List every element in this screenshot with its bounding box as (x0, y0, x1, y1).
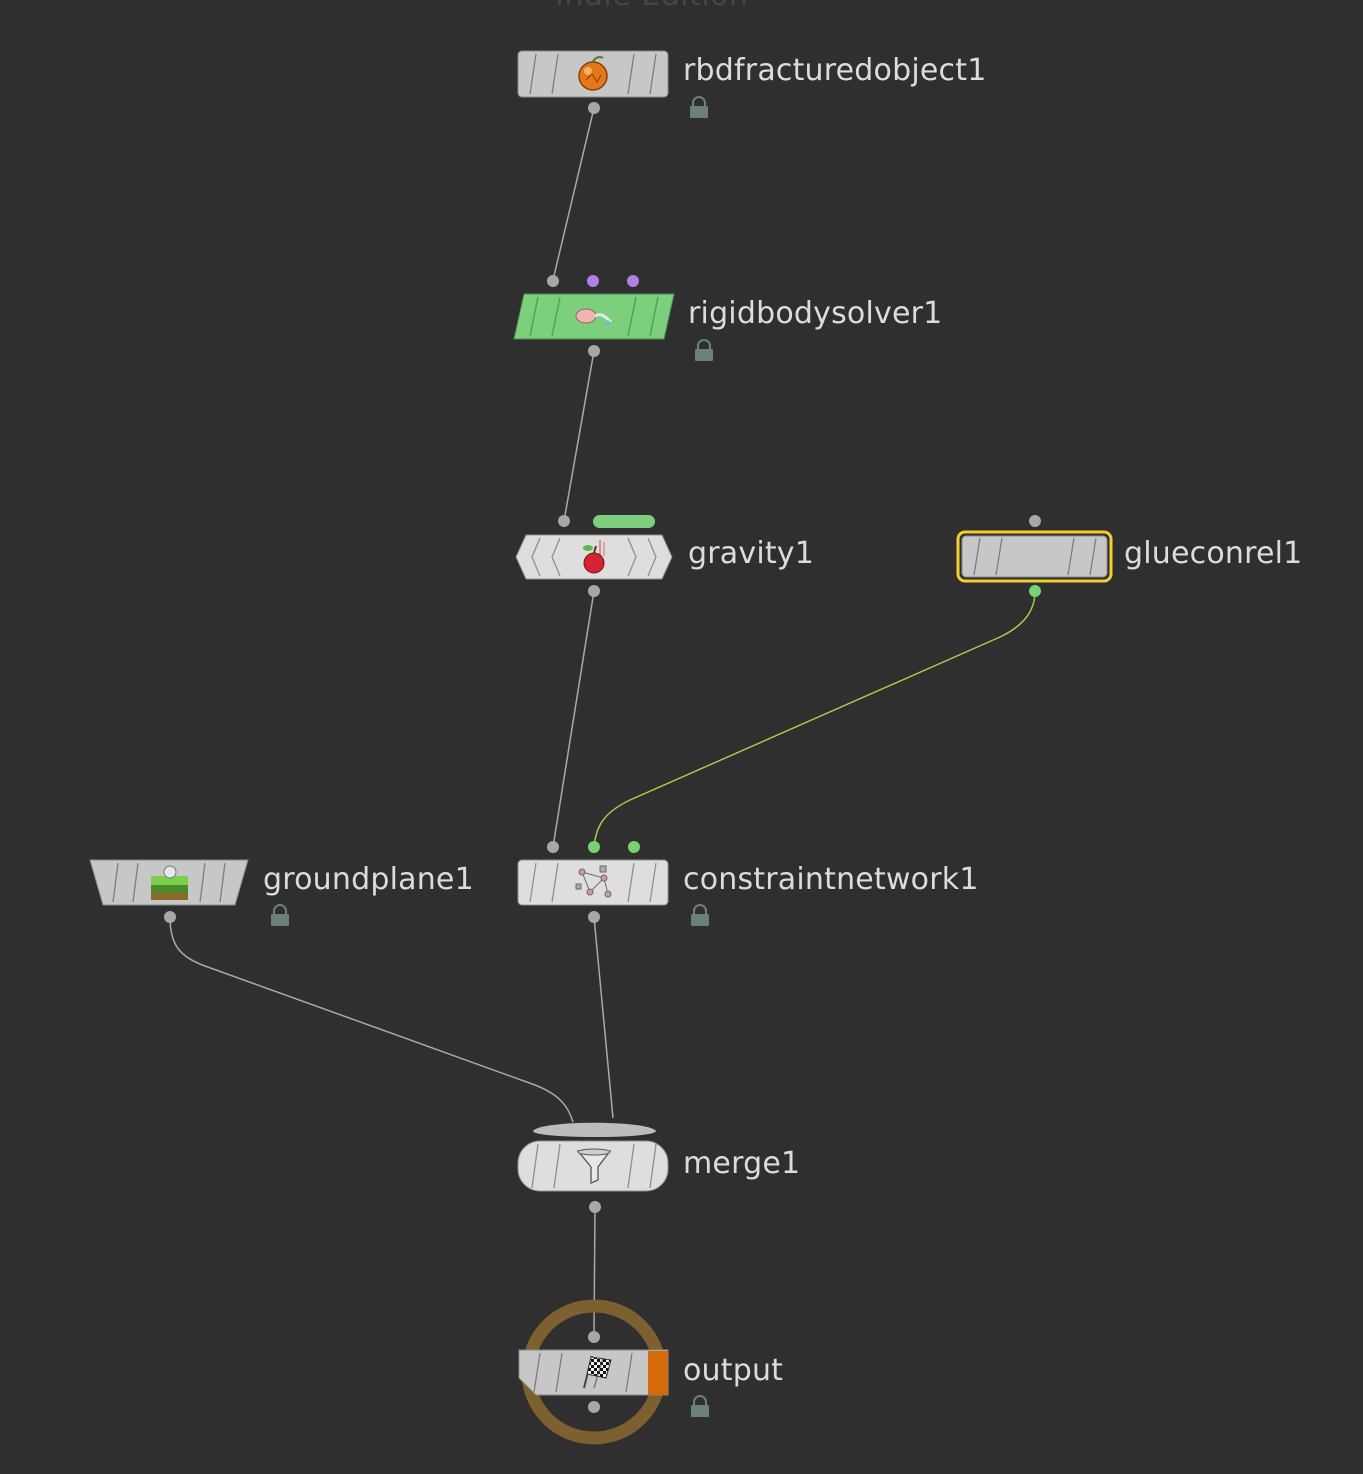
node-rbdfracturedobject1[interactable] (517, 50, 669, 114)
node-label-output[interactable]: output (683, 1353, 784, 1388)
output-port[interactable] (588, 102, 600, 114)
rigid-body-solver-icon (575, 308, 612, 326)
node-groundplane1[interactable] (89, 859, 249, 923)
node-merge1[interactable] (517, 1122, 669, 1213)
wire-ground-to-merge[interactable] (169, 916, 574, 1123)
lock-icon[interactable] (690, 96, 708, 118)
ground-plane-icon (151, 865, 188, 900)
node-label-glueconrel1[interactable]: glueconrel1 (1124, 536, 1303, 571)
node-output[interactable] (518, 1299, 669, 1445)
output-port[interactable] (588, 585, 600, 597)
input-port[interactable] (558, 515, 570, 527)
output-port[interactable] (589, 1201, 601, 1213)
node-rigidbodysolver1[interactable] (513, 275, 675, 357)
lock-icon[interactable] (691, 1395, 709, 1417)
wire-glue-to-constraint[interactable] (593, 590, 1036, 848)
node-label-groundplane1[interactable]: groundplane1 (263, 862, 474, 897)
lock-icon[interactable] (695, 339, 713, 361)
node-label-rigidbodysolver1[interactable]: rigidbodysolver1 (688, 296, 943, 331)
input-port-relationship[interactable] (588, 841, 600, 853)
node-label-merge1[interactable]: merge1 (683, 1146, 801, 1181)
funnel-icon (576, 1148, 612, 1184)
input-port-extra[interactable] (628, 841, 640, 853)
node-label-rbdfracturedobject1[interactable]: rbdfracturedobject1 (683, 53, 987, 88)
wire-constraint-to-merge[interactable] (593, 916, 614, 1119)
display-flag[interactable] (648, 1351, 668, 1395)
output-port[interactable] (164, 911, 176, 923)
selection-outline (956, 530, 1113, 583)
wire-merge-to-output[interactable] (593, 1206, 596, 1337)
input-port-objects[interactable] (547, 275, 559, 287)
lock-icon[interactable] (271, 904, 289, 926)
constraint-network-icon (575, 865, 612, 898)
node-label-gravity1[interactable]: gravity1 (688, 536, 815, 571)
input-port[interactable] (1029, 515, 1041, 527)
wire-solver-to-gravity[interactable] (563, 350, 595, 522)
checkered-flag-icon (583, 1355, 612, 1389)
node-label-constraintnetwork1[interactable]: constraintnetwork1 (683, 862, 979, 897)
output-port[interactable] (588, 1401, 600, 1413)
output-port[interactable] (588, 345, 600, 357)
node-gravity1[interactable] (515, 515, 673, 597)
input-port-pre-solve[interactable] (587, 275, 599, 287)
node-constraintnetwork1[interactable] (517, 841, 669, 923)
output-port[interactable] (588, 911, 600, 923)
input-bar-green[interactable] (593, 515, 655, 528)
input-port-post-solve[interactable] (627, 275, 639, 287)
input-port[interactable] (547, 841, 559, 853)
gravity-apple-icon (583, 540, 605, 574)
wire-rbd-to-solver[interactable] (552, 107, 595, 281)
edition-watermark: Indie Edition (555, 0, 749, 13)
orange-fracture-icon (578, 56, 608, 91)
wire-gravity-to-constraint[interactable] (552, 590, 595, 848)
node-glueconrel1[interactable] (956, 515, 1113, 597)
wires (169, 107, 1036, 1337)
lock-icon[interactable] (691, 904, 709, 926)
multi-input-bar[interactable] (533, 1122, 656, 1137)
output-port[interactable] (1029, 585, 1041, 597)
input-port[interactable] (588, 1331, 600, 1343)
